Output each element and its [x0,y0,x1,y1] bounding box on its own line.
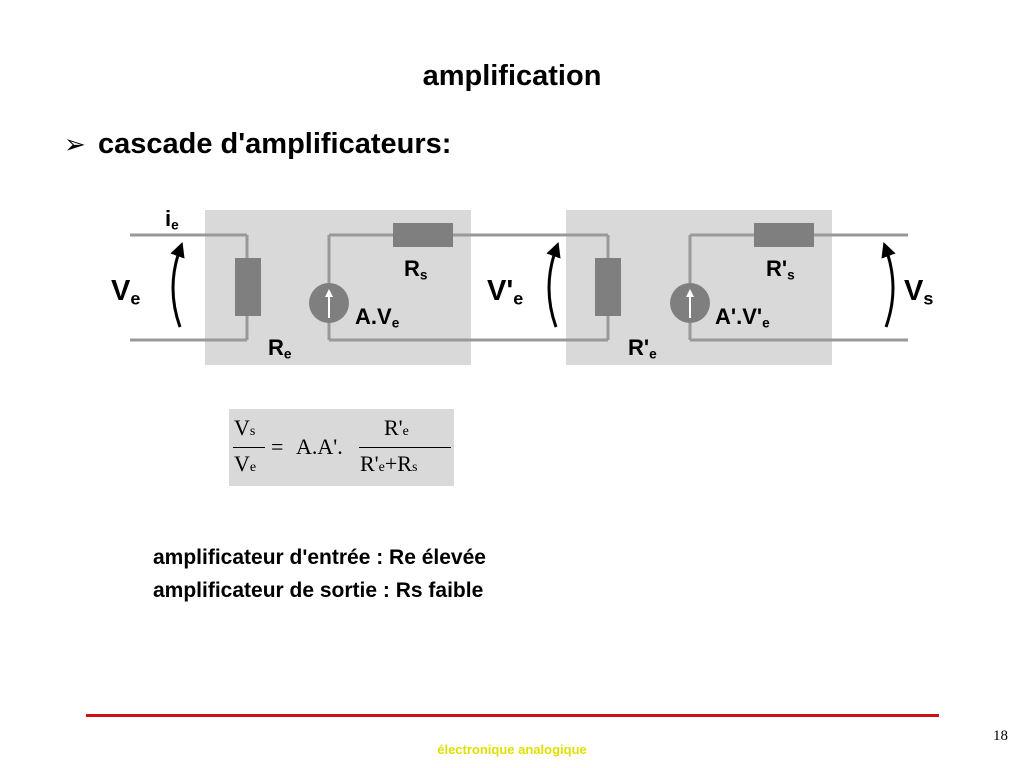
resistor-label-rs-prime: R's [766,256,795,283]
current-source-2 [670,283,710,323]
formula-lhs-fraction-bar [233,447,265,448]
resistor-label-rs: Rs [404,256,428,283]
vs-voltage-arrow [881,241,896,328]
gain-formula: Vs Ve = A.A'. R'e R'e+Rs [229,409,454,486]
voltage-label-vs: Vs [904,275,934,309]
resistor-label-re-prime: R'e [628,335,657,362]
formula-factor: A.A'. [296,434,343,459]
formula-rhs-numerator: R'e [384,415,409,440]
bullet-text: cascade d'amplificateurs: [98,128,452,160]
bullet-heading: ➢ cascade d'amplificateurs: [64,128,451,161]
current-label-ie: ie [165,206,179,233]
voltage-label-ve-prime: V'e [487,275,524,309]
ve-prime-voltage-arrow [546,241,561,328]
source-label-ave: A.Ve [355,304,400,331]
output-resistor-rs-prime [754,223,814,247]
voltage-label-ve: Ve [111,275,141,309]
input-resistor-re [235,258,261,316]
bullet-arrow-icon: ➢ [64,129,86,159]
notes-block: amplificateur d'entrée : Re élevée ampli… [153,541,486,607]
resistor-label-re: Re [268,335,292,362]
page-number: 18 [993,728,1008,744]
footer-text: électronique analogique [437,742,587,757]
formula-rhs-fraction-bar [359,447,451,448]
formula-rhs-denominator: R'e+Rs [360,451,418,476]
formula-lhs-numerator: Vs [234,415,256,440]
formula-lhs-denominator: Ve [234,451,257,476]
source-label-aprime-veprime: A'.V'e [715,304,770,331]
note-output-amplifier: amplificateur de sortie : Rs faible [153,579,484,602]
footer-rule [86,714,939,717]
slide-title: amplification [422,60,602,92]
input-resistor-re-prime [595,258,621,316]
ve-voltage-arrow [170,241,185,328]
formula-equals: = [271,434,284,459]
current-source-1 [309,283,349,323]
note-input-amplifier: amplificateur d'entrée : Re élevée [153,546,486,569]
output-resistor-rs [393,223,453,247]
